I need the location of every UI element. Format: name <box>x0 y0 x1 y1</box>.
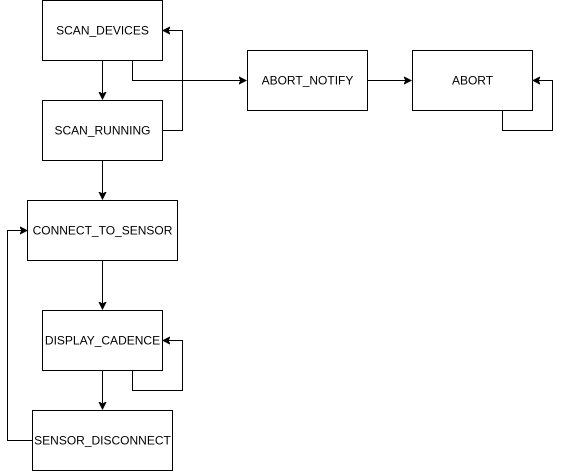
node-connect-to-sensor: CONNECT_TO_SENSOR <box>27 200 178 261</box>
node-label: SCAN_RUNNING <box>54 124 150 138</box>
node-display-cadence: DISPLAY_CADENCE <box>42 310 163 371</box>
edge-display-cadence-self-loop <box>132 341 183 391</box>
node-sensor-disconnect: SENSOR_DISCONNECT <box>32 410 173 471</box>
node-abort-notify: ABORT_NOTIFY <box>247 50 368 111</box>
node-label: ABORT <box>452 74 494 88</box>
edge-scan-devices-to-abort-notify <box>132 60 247 81</box>
node-abort: ABORT <box>412 50 533 111</box>
edge-sensor-disconnect-to-connect-to-sensor <box>7 231 33 441</box>
node-scan-running: SCAN_RUNNING <box>42 100 163 161</box>
edges <box>7 31 553 441</box>
node-label: CONNECT_TO_SENSOR <box>33 224 173 238</box>
node-label: SENSOR_DISCONNECT <box>34 434 171 448</box>
node-scan-devices: SCAN_DEVICES <box>42 0 163 61</box>
node-label: SCAN_DEVICES <box>56 24 149 38</box>
edge-abort-self-loop <box>502 81 553 131</box>
node-label: DISPLAY_CADENCE <box>45 334 160 348</box>
node-label: ABORT_NOTIFY <box>262 74 354 88</box>
